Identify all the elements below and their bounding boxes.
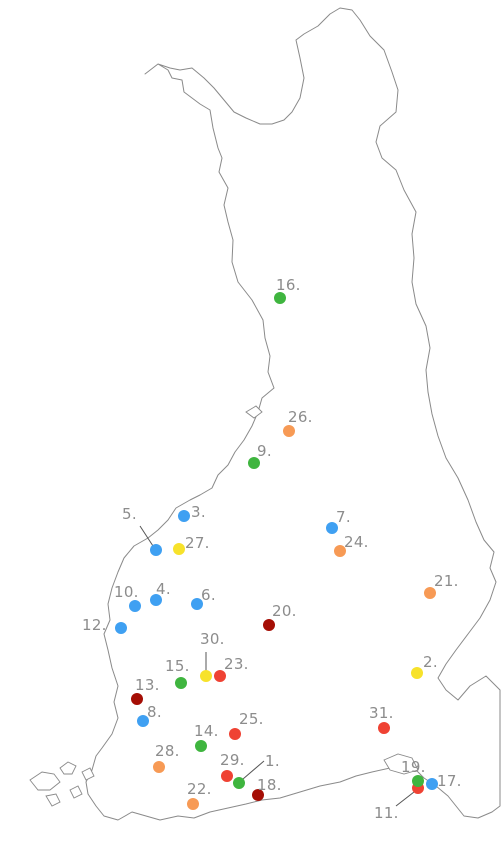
leader-line-1 xyxy=(242,760,265,780)
leader-line-5 xyxy=(139,525,154,547)
location-label-7: 7. xyxy=(336,508,351,526)
location-label-8: 8. xyxy=(147,703,162,721)
location-marker-28[interactable] xyxy=(153,761,165,773)
location-label-2: 2. xyxy=(423,653,438,671)
location-label-27: 27. xyxy=(185,534,210,552)
location-label-16: 16. xyxy=(276,276,301,294)
location-marker-22[interactable] xyxy=(187,798,199,810)
archipelago-island xyxy=(45,793,61,807)
markers-layer: 1. 2. 3. 4. 5. 6. 7. 8. 9. 10. 11. 12. 13. 14. 15. 16. 1… xyxy=(82,276,462,822)
archipelago-island xyxy=(59,761,77,775)
location-label-13: 13. xyxy=(135,676,160,694)
location-label-10: 10. xyxy=(114,583,139,601)
location-label-25: 25. xyxy=(239,710,264,728)
location-label-15: 15. xyxy=(165,657,190,675)
location-label-5: 5. xyxy=(122,505,137,523)
location-marker-1[interactable] xyxy=(233,777,245,789)
location-label-22: 22. xyxy=(187,780,212,798)
location-marker-24[interactable] xyxy=(334,545,346,557)
location-marker-13[interactable] xyxy=(131,693,143,705)
lake-shore xyxy=(383,753,419,775)
location-label-3: 3. xyxy=(191,503,206,521)
location-label-19: 19. xyxy=(401,758,426,776)
location-marker-9[interactable] xyxy=(248,457,260,469)
location-marker-18[interactable] xyxy=(252,789,264,801)
location-marker-14[interactable] xyxy=(195,740,207,752)
location-marker-16[interactable] xyxy=(274,292,286,304)
location-marker-17[interactable] xyxy=(426,778,438,790)
leader-line-11 xyxy=(395,791,415,807)
location-label-12: 12. xyxy=(82,616,107,634)
location-label-28: 28. xyxy=(155,742,180,760)
location-label-21: 21. xyxy=(434,572,459,590)
location-label-11: 11. xyxy=(374,804,399,822)
location-marker-23[interactable] xyxy=(214,670,226,682)
location-marker-26[interactable] xyxy=(283,425,295,437)
location-marker-4[interactable] xyxy=(150,594,162,606)
location-label-26: 26. xyxy=(288,408,313,426)
location-marker-27[interactable] xyxy=(173,543,185,555)
location-marker-19[interactable] xyxy=(412,775,424,787)
archipelago-island xyxy=(29,771,61,791)
location-marker-25[interactable] xyxy=(229,728,241,740)
location-label-18: 18. xyxy=(257,776,282,794)
location-marker-10[interactable] xyxy=(129,600,141,612)
location-marker-3[interactable] xyxy=(178,510,190,522)
location-label-9: 9. xyxy=(257,442,272,460)
location-label-23: 23. xyxy=(224,655,249,673)
location-label-29: 29. xyxy=(220,751,245,769)
location-marker-2[interactable] xyxy=(411,667,423,679)
location-label-4: 4. xyxy=(156,580,171,598)
location-label-17: 17. xyxy=(437,772,462,790)
location-marker-5[interactable] xyxy=(150,544,162,556)
location-label-6: 6. xyxy=(201,586,216,604)
location-marker-21[interactable] xyxy=(424,587,436,599)
location-marker-20[interactable] xyxy=(263,619,275,631)
location-marker-6[interactable] xyxy=(191,598,203,610)
location-marker-12[interactable] xyxy=(115,622,127,634)
archipelago-island xyxy=(245,405,263,419)
location-label-24: 24. xyxy=(344,533,369,551)
location-marker-29[interactable] xyxy=(221,770,233,782)
location-label-14: 14. xyxy=(194,722,219,740)
location-label-30: 30. xyxy=(200,630,225,648)
location-marker-31[interactable] xyxy=(378,722,390,734)
location-label-1: 1. xyxy=(265,752,280,770)
location-label-31: 31. xyxy=(369,704,394,722)
location-marker-30[interactable] xyxy=(200,670,212,682)
archipelago-island xyxy=(69,785,83,799)
location-label-20: 20. xyxy=(272,602,297,620)
location-marker-15[interactable] xyxy=(175,677,187,689)
location-marker-7[interactable] xyxy=(326,522,338,534)
location-marker-8[interactable] xyxy=(137,715,149,727)
archipelago-island xyxy=(81,767,95,781)
